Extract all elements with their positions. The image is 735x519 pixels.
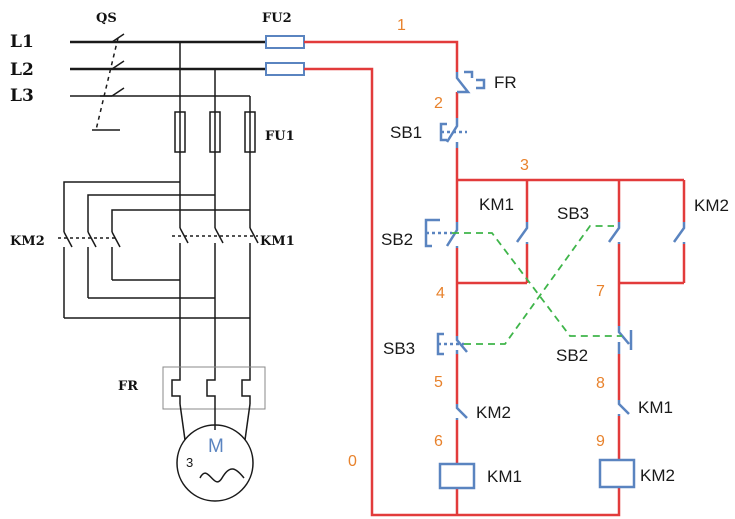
sb2-nc-contact: [617, 326, 633, 354]
label-sb1: SB1: [390, 123, 422, 142]
node-6: 6: [434, 433, 443, 450]
fr-nc-contact: [455, 70, 486, 94]
label-fr-power: FR: [118, 379, 138, 394]
label-l2: L2: [10, 60, 34, 80]
label-fu2: FU2: [262, 11, 292, 26]
power-circuit: [58, 33, 266, 502]
label-motor: M: [208, 436, 224, 457]
km2-coil: [598, 458, 636, 489]
km2-interlock-contact: [455, 404, 468, 420]
label-qs: QS: [96, 11, 117, 26]
control-wiring: [304, 40, 686, 517]
label-km2-hold: KM2: [694, 196, 729, 215]
label-sb2-nc: SB2: [556, 346, 588, 365]
km2-main-contacts: [58, 222, 121, 318]
label-sb2: SB2: [381, 230, 413, 249]
label-sb3: SB3: [557, 204, 589, 223]
qs-switch: [92, 33, 125, 131]
km2-hold-contact: [672, 222, 686, 244]
label-coil-km2: KM2: [640, 466, 675, 485]
control-contacts: [424, 70, 686, 420]
label-km2-power: KM2: [10, 234, 45, 249]
sb3-no-contact: [607, 222, 621, 244]
label-motor-phases: 3: [186, 455, 193, 470]
fr-thermal-relay-box: [162, 366, 266, 410]
node-8: 8: [596, 375, 605, 392]
node-3: 3: [520, 157, 529, 174]
node-4: 4: [436, 285, 445, 302]
motor-circle: [176, 424, 254, 502]
km1-main-contacts: [172, 200, 259, 370]
label-l3: L3: [10, 86, 34, 106]
label-l1: L1: [10, 32, 34, 52]
fu2-fuse-1: [265, 35, 305, 49]
node-5: 5: [434, 374, 443, 391]
node-2: 2: [434, 95, 443, 112]
sb2-no-contact: [424, 218, 459, 248]
km1-coil: [438, 462, 476, 490]
km1-hold-contact: [515, 222, 529, 244]
node-7: 7: [596, 283, 605, 300]
fu1-fuse-b: [209, 111, 221, 153]
fu1-fuse-c: [244, 111, 256, 153]
label-coil-km1: KM1: [487, 467, 522, 486]
node-0: 0: [348, 453, 357, 470]
mechanical-links: [452, 225, 622, 345]
node-1: 1: [397, 17, 406, 34]
label-fu1: FU1: [265, 129, 295, 144]
label-km1-power: KM1: [260, 234, 295, 249]
fu1-fuse-a: [174, 111, 186, 153]
label-km1-interlock: KM1: [638, 398, 673, 417]
node-9: 9: [596, 433, 605, 450]
label-sb3-nc: SB3: [383, 339, 415, 358]
fu2-fuse-2: [265, 62, 305, 76]
label-km2-interlock: KM2: [476, 403, 511, 422]
km1-interlock-contact: [617, 400, 630, 416]
label-km1-hold: KM1: [479, 195, 514, 214]
label-fr-control: FR: [494, 73, 517, 92]
